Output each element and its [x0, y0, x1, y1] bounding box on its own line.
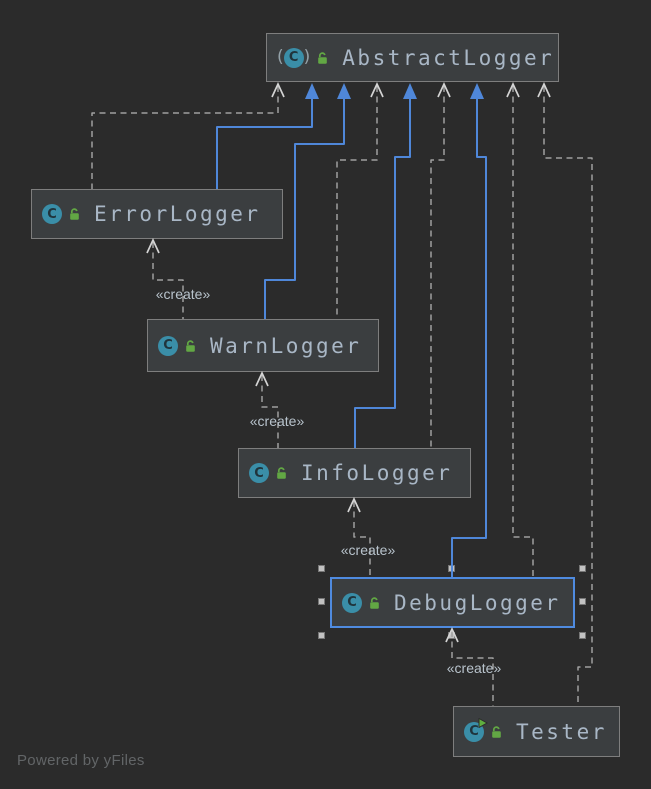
node-errorlogger[interactable]: C ErrorLogger: [31, 189, 283, 239]
edge-line[interactable]: [354, 99, 411, 448]
edge-debuglogger-extends-abstractlogger[interactable]: [451, 83, 487, 577]
edge-warnlogger-extends-abstractlogger[interactable]: [264, 83, 351, 319]
selection-handle-top-left[interactable]: [318, 565, 325, 572]
edge-infologger-creates-warnlogger[interactable]: [255, 370, 279, 448]
edge-infologger-extends-abstractlogger[interactable]: [354, 83, 417, 448]
edge-line[interactable]: [91, 86, 279, 189]
inheritance-arrowhead-icon: [403, 83, 417, 99]
edge-line[interactable]: [264, 99, 345, 319]
dependency-arrowhead-icon: [255, 370, 269, 387]
abstract-marker-close: ): [303, 47, 311, 67]
selection-handle-top-right[interactable]: [579, 565, 586, 572]
edge-warnlogger-depends-abstractlogger[interactable]: [336, 81, 384, 319]
create-edge-label: «create»: [341, 542, 396, 558]
edge-debuglogger-creates-infologger[interactable]: [347, 496, 371, 577]
node-warnlogger[interactable]: C WarnLogger: [147, 319, 379, 372]
node-debuglogger[interactable]: C DebugLogger: [330, 577, 575, 628]
inheritance-arrowhead-icon: [305, 83, 319, 99]
class-name: Tester: [516, 719, 607, 744]
edge-errorlogger-depends-abstractlogger[interactable]: [91, 81, 285, 189]
yfiles-watermark: Powered by yFiles: [17, 752, 145, 769]
dependency-arrowhead-icon: [146, 237, 160, 254]
node-infologger[interactable]: C InfoLogger: [238, 448, 471, 498]
inheritance-arrowhead-icon: [470, 83, 484, 99]
selection-handle-bottom-left[interactable]: [318, 632, 325, 639]
create-edge-label: «create»: [156, 286, 211, 302]
edge-infologger-depends-abstractlogger[interactable]: [430, 81, 451, 448]
node-tester[interactable]: C Tester: [453, 706, 620, 757]
unlocked-icon: [489, 725, 503, 739]
edge-line[interactable]: [261, 375, 279, 448]
dependency-arrowhead-icon: [437, 81, 451, 98]
class-name: DebugLogger: [394, 590, 561, 615]
runnable-class-icon: C: [464, 717, 488, 742]
unlocked-icon: [367, 596, 381, 610]
selection-handle-middle-left[interactable]: [318, 598, 325, 605]
edge-line[interactable]: [451, 99, 487, 577]
edge-line[interactable]: [512, 86, 534, 577]
class-name: ErrorLogger: [94, 202, 261, 226]
edge-warnlogger-creates-errorlogger[interactable]: [146, 237, 184, 319]
create-edge-label: «create»: [447, 660, 502, 676]
unlocked-icon: [315, 51, 329, 65]
class-icon: C: [249, 463, 269, 483]
edge-line[interactable]: [216, 99, 313, 189]
dependency-arrowhead-icon: [537, 81, 551, 98]
node-abstractlogger[interactable]: ( C ) AbstractLogger: [266, 33, 559, 82]
unlocked-icon: [67, 207, 81, 221]
edge-line[interactable]: [152, 242, 184, 319]
selection-handle-middle-right[interactable]: [579, 598, 586, 605]
abstract-marker-open: (: [277, 47, 284, 67]
class-icon: C: [42, 204, 62, 224]
class-icon: C: [158, 335, 178, 356]
dependency-arrowhead-icon: [445, 626, 459, 643]
edge-debuglogger-depends-abstractlogger[interactable]: [506, 81, 534, 577]
abstract-class-icon: ( C ): [277, 47, 311, 68]
edge-line[interactable]: [430, 86, 445, 448]
class-name: AbstractLogger: [342, 45, 555, 70]
edge-line[interactable]: [336, 86, 378, 319]
edge-tester-creates-debuglogger[interactable]: [445, 626, 494, 706]
edge-tester-depends-abstractlogger[interactable]: [537, 81, 593, 706]
unlocked-icon: [274, 466, 288, 480]
create-edge-label: «create»: [250, 413, 305, 429]
edge-line[interactable]: [353, 501, 371, 577]
edge-errorlogger-extends-abstractlogger[interactable]: [216, 83, 319, 189]
dependency-arrowhead-icon: [370, 81, 384, 98]
dependency-arrowhead-icon: [347, 496, 361, 513]
run-overlay-icon: [478, 717, 488, 728]
inheritance-arrowhead-icon: [337, 83, 351, 99]
class-icon: C: [342, 592, 362, 613]
dependency-arrowhead-icon: [271, 81, 285, 98]
class-name: WarnLogger: [210, 333, 362, 358]
edge-line[interactable]: [451, 631, 494, 706]
dependency-arrowhead-icon: [506, 81, 520, 98]
class-name: InfoLogger: [301, 461, 453, 485]
unlocked-icon: [183, 339, 197, 353]
selection-handle-bottom-right[interactable]: [579, 632, 586, 639]
class-icon: C: [283, 47, 304, 68]
